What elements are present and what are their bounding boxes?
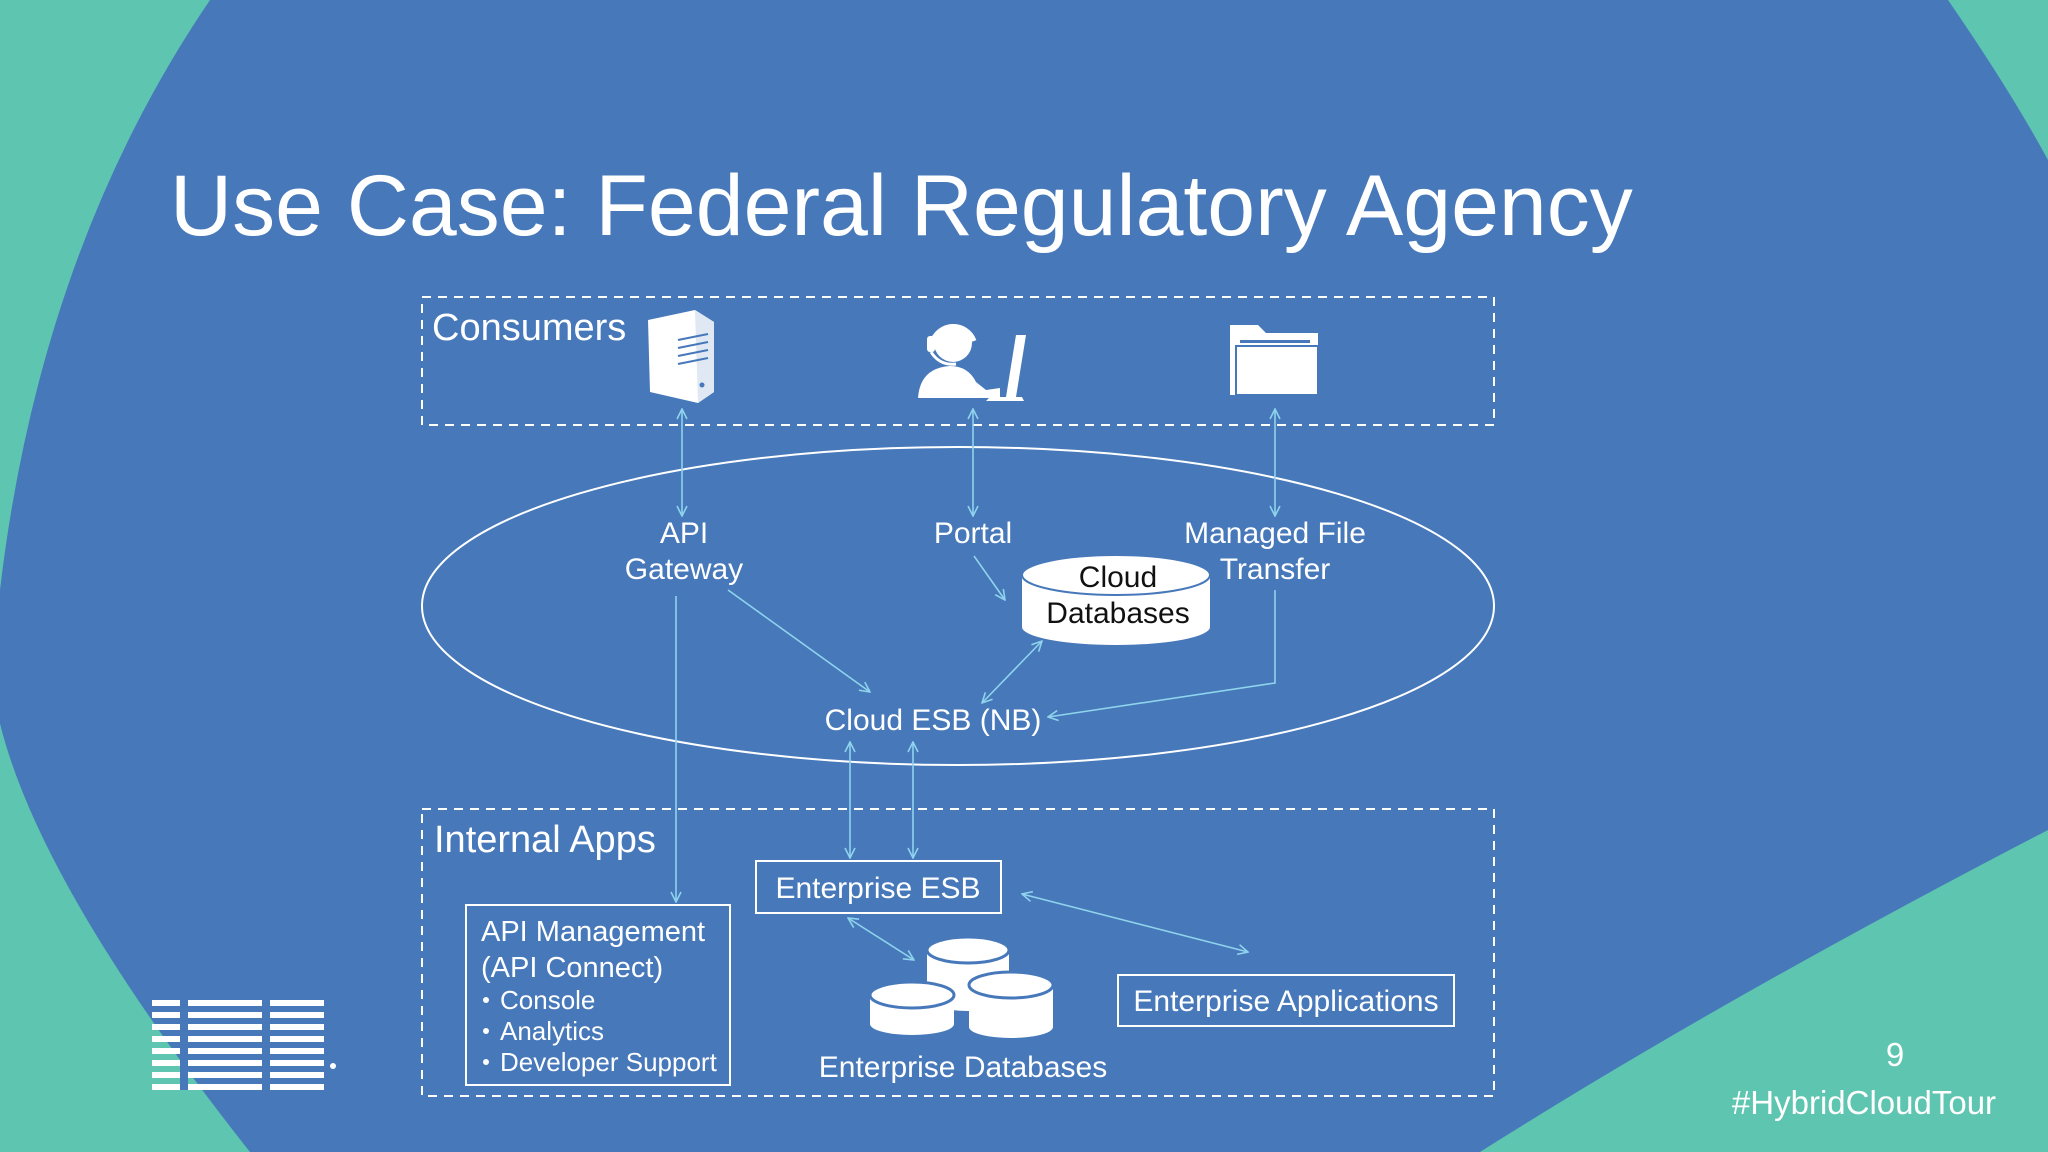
bullet-dot xyxy=(483,997,489,1003)
folder-icon xyxy=(1230,325,1319,396)
consumers-label: Consumers xyxy=(432,307,626,349)
api-gateway-label-line2: Gateway xyxy=(625,553,743,586)
managed-file-transfer-label-line1: Managed File xyxy=(1184,517,1366,550)
cloud-databases-label-line1: Cloud xyxy=(1079,561,1157,594)
cloud-databases-label-line2: Databases xyxy=(1046,597,1189,630)
portal-label: Portal xyxy=(934,517,1012,550)
ibm-logo xyxy=(152,1000,336,1090)
page-number: 9 xyxy=(1886,1036,1904,1073)
slide-title: Use Case: Federal Regulatory Agency xyxy=(170,158,1633,254)
api-management-bullet-console: Console xyxy=(500,985,595,1015)
arrow-portal-cloud-databases xyxy=(973,555,1005,600)
managed-file-transfer-label-line2: Transfer xyxy=(1220,553,1331,586)
api-management-title-line2: (API Connect) xyxy=(481,952,663,984)
cloud-databases-cylinder xyxy=(1021,554,1211,645)
hashtag-footer: #HybridCloudTour xyxy=(1732,1084,1996,1121)
support-agent-laptop-icon xyxy=(918,323,1026,401)
enterprise-databases-label: Enterprise Databases xyxy=(819,1051,1108,1084)
enterprise-applications-label: Enterprise Applications xyxy=(1133,985,1438,1018)
ibm-logo-text: IBM xyxy=(237,1093,239,1095)
arrow-api-gateway-cloud-esb xyxy=(727,589,870,692)
arrow-cloud-esb-cloud-databases xyxy=(982,641,1042,703)
arrow-mft-cloud-esb xyxy=(1048,590,1276,717)
enterprise-databases-icon xyxy=(868,935,1055,1038)
bullet-dot xyxy=(483,1059,489,1065)
api-management-box xyxy=(465,904,731,1086)
internal-apps-label: Internal Apps xyxy=(434,819,656,861)
cloud-ellipse xyxy=(421,446,1495,766)
cloud-esb-label: Cloud ESB (NB) xyxy=(825,704,1042,737)
enterprise-esb-box xyxy=(755,860,1002,914)
internal-apps-box xyxy=(421,808,1495,1097)
enterprise-esb-label: Enterprise ESB xyxy=(775,872,980,905)
api-management-title-line1: API Management xyxy=(481,916,705,948)
consumers-box xyxy=(421,296,1495,426)
api-gateway-label-line1: API xyxy=(660,517,708,550)
enterprise-applications-box xyxy=(1117,974,1455,1027)
bullet-dot xyxy=(483,1028,489,1034)
connector-arrows xyxy=(676,409,1275,960)
api-management-bullet-developer-support: Developer Support xyxy=(500,1047,718,1077)
api-management-bullet-analytics: Analytics xyxy=(500,1016,604,1046)
arrow-enterprise-esb-applications xyxy=(1022,894,1248,952)
server-icon xyxy=(648,310,714,403)
arrow-enterprise-esb-databases xyxy=(848,918,914,960)
